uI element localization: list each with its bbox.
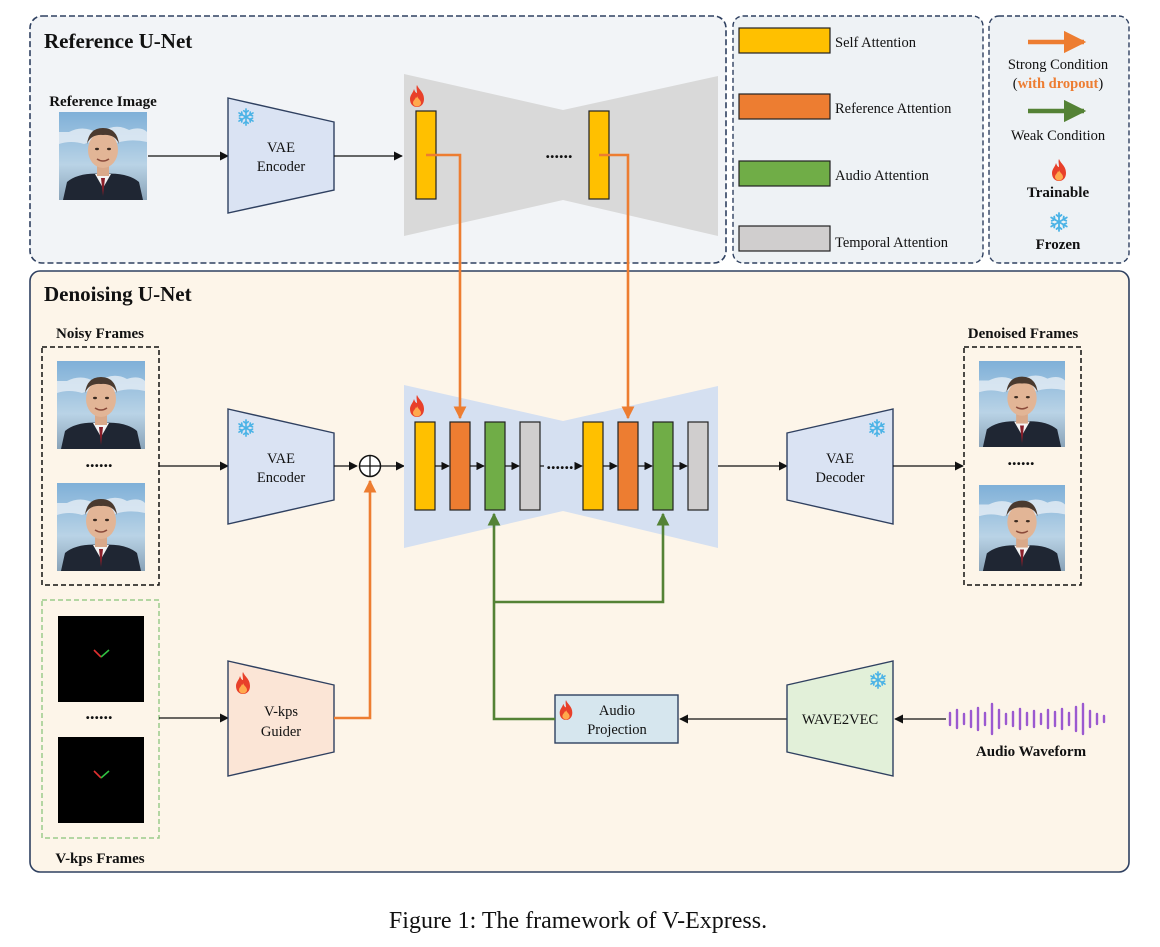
denoising-vae-encoder-label-2: Encoder [257,470,305,486]
temporal-attention-block [519,421,541,511]
reference-vae-encoder-label-2: Encoder [257,159,305,175]
audio-projection [554,694,679,744]
strong-condition-arrow-2 [599,153,635,420]
reference-unet-title: Reference U-Net [44,29,192,53]
legend-markers-panel [988,15,1130,264]
legend-trainable-label: Trainable [1027,185,1090,201]
vkps-guider [227,660,335,777]
reference-image [59,112,147,200]
noisy-frames-label: Noisy Frames [56,326,144,342]
legend-blocks-panel [732,15,984,264]
reference-image-label: Reference Image [49,94,157,110]
temporal-attention-block [687,421,709,511]
legend-label-reference-attention: Reference Attention [835,101,952,117]
vkps-frames-label: V-kps Frames [55,851,144,867]
reference-vae-encoder-label-1: VAE [267,140,295,156]
legend-strong-condition-label: Strong Condition [1008,57,1109,73]
denoising-unet-panel [29,270,1130,873]
audio-projection-label-1: Audio [599,703,635,719]
reference-unet-ellipsis: ...... [546,142,573,162]
wave2vec-label: WAVE2VEC [802,712,878,728]
legend-swatch-temporal-attention [738,225,831,252]
weak-condition-arrow-1 [487,512,555,721]
denoised-frames-ellipsis: ...... [1008,449,1035,469]
legend-label-temporal-attention: Temporal Attention [835,235,949,251]
vkps-frame-1 [58,616,144,702]
denoising-vae-encoder-label-1: VAE [267,451,295,467]
denoised-frame-1 [979,361,1065,447]
audio-waveform-label: Audio Waveform [976,744,1087,760]
weak-condition-arrow-2 [494,512,670,604]
noisy-frame-1 [57,361,145,449]
vkps-frames-ellipsis: ...... [86,703,113,723]
vae-decoder [786,408,894,525]
legend-weak-condition-label: Weak Condition [1011,128,1106,144]
denoised-frames-container [963,346,1082,586]
reference-unet-body [404,74,563,236]
audio-attention-block [652,421,674,511]
noisy-frames-ellipsis: ...... [86,451,113,471]
reference-vae-encoder [227,97,335,214]
figure-caption: Figure 1: The framework of V-Express. [389,908,767,934]
reference-attention-block [449,421,471,511]
legend-label-audio-attention: Audio Attention [835,168,930,184]
denoised-frame-2 [979,485,1065,571]
audio-attention-block [484,421,506,511]
denoising-unet-title: Denoising U-Net [44,282,192,306]
strong-condition-arrow-1 [426,153,467,420]
denoising-vae-encoder [227,408,335,525]
audio-waveform-icon [948,702,1106,736]
reference-attention-block [617,421,639,511]
legend-label-self-attention: Self Attention [835,35,917,51]
guider-to-sum-arrow [334,479,377,720]
vkps-frame-2 [58,737,144,823]
vkps-frames-container [41,599,160,839]
self-attention-block [582,421,604,511]
legend-swatch-reference-attention [738,93,831,120]
vkps-guider-label-1: V-kps [264,704,298,720]
legend-swatch-self-attention [738,27,831,54]
noisy-frame-2 [57,483,145,571]
legend-swatch-audio-attention [738,160,831,187]
denoising-unet-ellipsis: ...... [547,453,574,473]
wave2vec [786,660,894,777]
denoised-frames-label: Denoised Frames [968,326,1079,342]
vkps-guider-label-2: Guider [261,724,301,740]
vae-decoder-label-2: Decoder [815,470,864,486]
legend-with-dropout-label: (with dropout) [1013,76,1104,92]
self-attention-block [414,421,436,511]
vae-decoder-label-1: VAE [826,451,854,467]
legend-frozen-label: Frozen [1036,237,1081,253]
audio-projection-label-2: Projection [587,722,647,738]
